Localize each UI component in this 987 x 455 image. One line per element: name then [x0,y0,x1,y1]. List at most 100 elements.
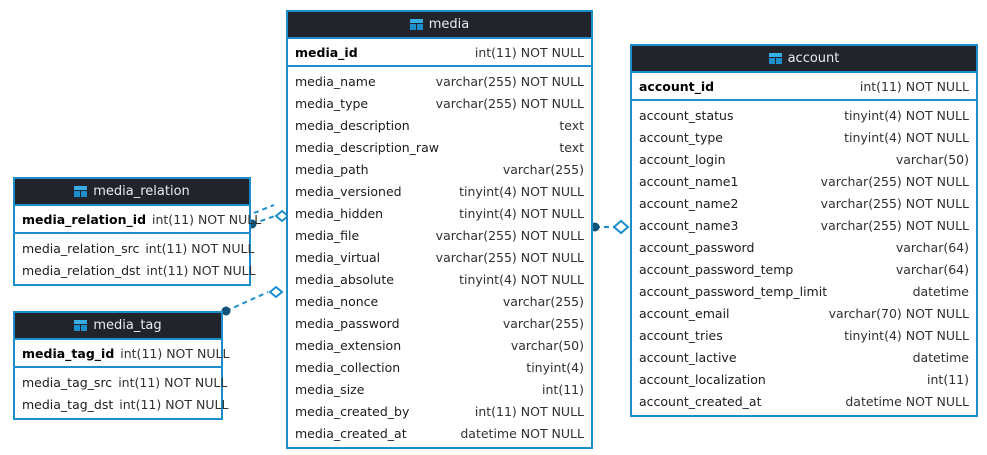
entity-media-relation-primary-key-row[interactable]: media_relation_id int(11) NOT NULL [15,206,261,234]
table-row[interactable]: account_email varchar(70) NOT NULL [632,302,976,324]
table-row[interactable]: media_file varchar(255) NOT NULL [288,224,591,246]
column-type: varchar(255) NOT NULL [435,249,584,265]
table-row[interactable]: media_extension varchar(50) [288,334,591,356]
column-name: media_relation_src [22,240,140,256]
entity-media-title: media [428,17,470,32]
column-type: varchar(255) NOT NULL [435,73,584,89]
entity-media-primary-key-row[interactable]: media_id int(11) NOT NULL [288,39,591,67]
column-name: account_created_at [639,393,762,409]
table-row[interactable]: media_size int(11) [288,378,591,400]
column-name: media_name [295,73,376,89]
column-type: text [559,117,584,133]
table-row[interactable]: media_created_at datetime NOT NULL [288,422,591,444]
column-type: tinyint(4) NOT NULL [459,183,584,199]
column-name: account_login [639,151,726,167]
column-name: media_description_raw [295,139,439,155]
column-name: media_tag_dst [22,396,114,412]
column-type: varchar(255) NOT NULL [820,217,969,233]
column-name: media_file [295,227,360,243]
entity-media-relation[interactable]: media_relation media_relation_id int(11)… [13,177,261,286]
entity-media-header: media [288,12,591,39]
column-type: varchar(255) NOT NULL [820,195,969,211]
table-row[interactable]: media_description text [288,114,591,136]
entity-media-tag-columns: media_tag_src int(11) NOT NULL media_tag… [15,368,228,418]
table-row[interactable]: media_type varchar(255) NOT NULL [288,92,591,114]
column-type: varchar(255) NOT NULL [435,95,584,111]
table-row[interactable]: account_password varchar(64) [632,236,976,258]
column-type: int(11) NOT NULL [120,345,230,361]
table-row[interactable]: account_name2 varchar(255) NOT NULL [632,192,976,214]
column-type: tinyint(4) NOT NULL [844,327,969,343]
entity-account-header: account [632,46,976,73]
table-row[interactable]: media_absolute tinyint(4) NOT NULL [288,268,591,290]
column-type: datetime NOT NULL [845,393,969,409]
relationship-media-to-account [590,219,630,235]
column-name: media_versioned [295,183,402,199]
table-row[interactable]: media_password varchar(255) [288,312,591,334]
table-row[interactable]: account_localization int(11) [632,368,976,390]
column-type: varchar(70) NOT NULL [828,305,969,321]
column-name: account_status [639,107,734,123]
entity-media-relation-columns: media_relation_src int(11) NOT NULL medi… [15,234,256,284]
entity-account[interactable]: account account_id int(11) NOT NULL acco… [630,44,978,417]
table-row[interactable]: account_created_at datetime NOT NULL [632,390,976,412]
column-name: media_collection [295,359,401,375]
table-row[interactable]: account_name1 varchar(255) NOT NULL [632,170,976,192]
column-name: account_tries [639,327,723,343]
table-row[interactable]: account_password_temp varchar(64) [632,258,976,280]
table-row[interactable]: account_login varchar(50) [632,148,976,170]
column-type: varchar(64) [895,261,969,277]
column-name: media_absolute [295,271,394,287]
table-icon [768,53,782,64]
column-type: int(11) NOT NULL [152,211,262,227]
entity-media[interactable]: media media_id int(11) NOT NULL media_na… [286,10,593,449]
table-row[interactable]: account_type tinyint(4) NOT NULL [632,126,976,148]
table-row[interactable]: account_password_temp_limit datetime [632,280,976,302]
column-name: account_id [639,78,715,94]
column-name: account_lactive [639,349,737,365]
table-row[interactable]: media_relation_src int(11) NOT NULL [15,237,254,259]
table-row[interactable]: account_lactive datetime [632,346,976,368]
column-name: account_name3 [639,217,739,233]
table-row[interactable]: media_name varchar(255) NOT NULL [288,70,591,92]
table-row[interactable]: media_created_by int(11) NOT NULL [288,400,591,422]
column-name: account_type [639,129,723,145]
column-name: media_relation_dst [22,262,141,278]
column-name: media_extension [295,337,402,353]
table-row[interactable]: media_description_raw text [288,136,591,158]
column-type: varchar(64) [895,239,969,255]
entity-media-tag[interactable]: media_tag media_tag_id int(11) NOT NULL … [13,311,229,420]
column-type: int(11) NOT NULL [859,78,969,94]
column-name: media_path [295,161,369,177]
entity-account-primary-key-row[interactable]: account_id int(11) NOT NULL [632,73,976,101]
table-row[interactable]: media_tag_dst int(11) NOT NULL [15,393,228,415]
column-type: datetime [912,283,969,299]
column-name: media_virtual [295,249,381,265]
column-type: text [559,139,584,155]
table-row[interactable]: media_nonce varchar(255) [288,290,591,312]
table-row[interactable]: account_name3 varchar(255) NOT NULL [632,214,976,236]
column-type: tinyint(4) NOT NULL [844,129,969,145]
table-row[interactable]: media_path varchar(255) [288,158,591,180]
column-name: media_tag_src [22,374,113,390]
table-row[interactable]: media_tag_src int(11) NOT NULL [15,371,227,393]
table-row[interactable]: media_versioned tinyint(4) NOT NULL [288,180,591,202]
column-name: media_nonce [295,293,379,309]
column-name: account_email [639,305,730,321]
column-name: account_name2 [639,195,739,211]
column-type: tinyint(4) NOT NULL [459,205,584,221]
table-icon [74,320,88,331]
column-name: media_created_by [295,403,410,419]
table-row[interactable]: media_hidden tinyint(4) NOT NULL [288,202,591,224]
table-row[interactable]: account_tries tinyint(4) NOT NULL [632,324,976,346]
column-name: media_type [295,95,369,111]
column-name: account_password [639,239,755,255]
entity-account-columns: account_status tinyint(4) NOT NULL accou… [632,101,976,415]
table-row[interactable]: media_relation_dst int(11) NOT NULL [15,259,256,281]
entity-media-tag-primary-key-row[interactable]: media_tag_id int(11) NOT NULL [15,340,229,368]
column-name: media_created_at [295,425,407,441]
table-row[interactable]: account_status tinyint(4) NOT NULL [632,104,976,126]
table-row[interactable]: media_collection tinyint(4) [288,356,591,378]
column-type: int(11) NOT NULL [146,262,256,278]
table-row[interactable]: media_virtual varchar(255) NOT NULL [288,246,591,268]
